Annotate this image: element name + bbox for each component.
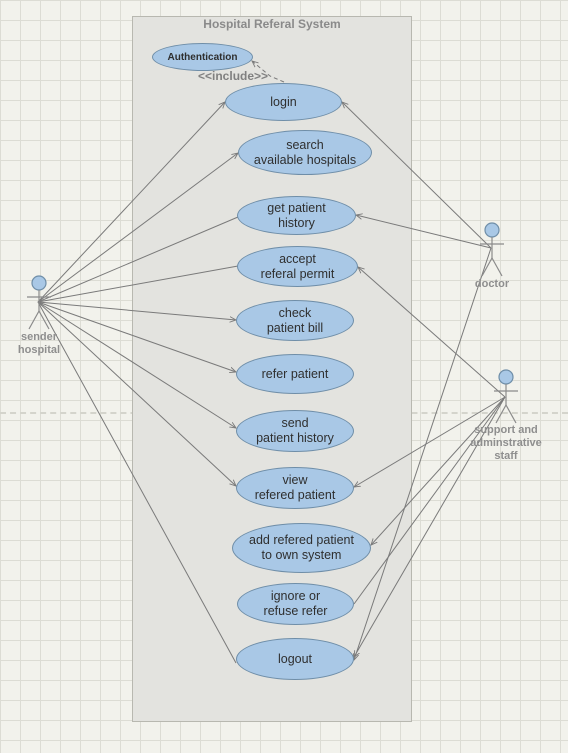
link-sender-view — [37, 301, 236, 486]
link-sender-bill — [37, 301, 236, 320]
usecase-search-available-hospitals[interactable]: search available hospitals — [238, 130, 372, 175]
link-doctor-login — [342, 102, 492, 249]
usecase-ignore-or-refuse-refer[interactable]: ignore or refuse refer — [237, 583, 354, 625]
usecase-get-patient-history[interactable]: get patient history — [237, 196, 356, 235]
include-label: <<include>> — [198, 69, 269, 83]
actor-head-icon — [31, 275, 47, 291]
link-staff-view — [354, 396, 506, 487]
actor-sender-hospital[interactable] — [24, 275, 54, 331]
link-staff-logout — [354, 396, 506, 657]
link-sender-history — [37, 216, 239, 303]
usecase-accept-referal-permit[interactable]: accept referal permit — [237, 246, 358, 287]
link-sender-search — [37, 153, 238, 303]
actor-sender-hospital-label: sender hospital — [17, 331, 61, 356]
actor-head-icon — [498, 369, 514, 385]
link-sender-logout — [37, 301, 237, 664]
include-dependency — [252, 61, 285, 83]
actor-support-staff-label: support and adminstrative staff — [470, 424, 542, 462]
usecase-refer-patient[interactable]: refer patient — [236, 354, 354, 394]
usecase-send-patient-history[interactable]: send patient history — [236, 410, 354, 452]
usecase-add-refered-patient[interactable]: add refered patient to own system — [232, 523, 371, 573]
actor-support-staff[interactable] — [491, 369, 521, 425]
usecase-view-refered-patient[interactable]: view refered patient — [236, 467, 354, 509]
link-doctor-history — [356, 215, 492, 249]
system-title: Hospital Referal System — [203, 17, 341, 31]
link-staff-accept — [358, 267, 506, 398]
usecase-authentication[interactable]: Authentication — [152, 43, 253, 71]
usecase-logout[interactable]: logout — [236, 638, 354, 680]
link-sender-send — [37, 301, 236, 428]
link-sender-refer — [37, 301, 236, 372]
link-staff-add — [371, 396, 506, 545]
actor-head-icon — [484, 222, 500, 238]
link-staff-ignore — [353, 396, 506, 605]
actor-doctor-label: doctor — [474, 278, 510, 290]
usecase-login[interactable]: login — [225, 83, 342, 121]
link-doctor-logout — [354, 247, 492, 660]
usecase-check-patient-bill[interactable]: check patient bill — [236, 300, 354, 341]
actor-doctor[interactable] — [477, 222, 507, 278]
link-sender-login — [37, 102, 225, 303]
link-sender-accept — [37, 265, 239, 303]
